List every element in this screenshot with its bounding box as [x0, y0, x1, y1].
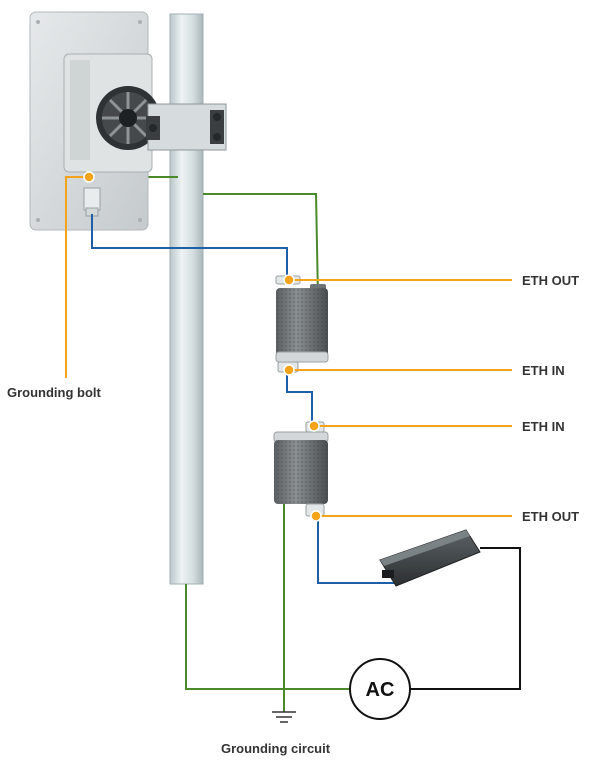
label-eth-out-bottom: ETH OUT: [522, 509, 580, 524]
label-eth-in-bottom: ETH IN: [522, 419, 565, 434]
surge-protector-upper: [275, 275, 329, 373]
label-grounding-circuit: Grounding circuit: [221, 741, 331, 756]
power-cable: [410, 547, 521, 690]
label-eth-in-top: ETH IN: [522, 363, 565, 378]
outdoor-antenna-unit: [29, 11, 160, 231]
dot-grounding-bolt: [83, 171, 95, 183]
dot-eth-out-top: [283, 274, 295, 286]
ac-power-source: AC: [349, 658, 411, 720]
heatsink-fan: [96, 86, 160, 150]
poe-injector: [379, 529, 481, 587]
ethernet-cable-between-protectors: [286, 372, 313, 422]
callout-dots: [83, 171, 322, 522]
mounting-pole: [169, 13, 204, 585]
pole-mount-bracket: [146, 103, 227, 151]
ground-wire-pole: [185, 584, 350, 690]
ground-symbol-icon: [272, 711, 296, 723]
ethernet-cable-to-injector: [317, 518, 394, 584]
callout-lines: [65, 176, 512, 517]
label-eth-out-top: ETH OUT: [522, 273, 580, 288]
dot-eth-in-top: [283, 364, 295, 376]
surge-protector-lower: [273, 421, 329, 517]
dot-eth-in-bottom: [308, 420, 320, 432]
label-grounding-bolt: Grounding bolt: [7, 385, 101, 400]
dot-eth-out-bottom: [310, 510, 322, 522]
ac-label: AC: [366, 679, 395, 701]
callout-grounding-bolt: [65, 176, 89, 378]
ethernet-cable-antenna: [91, 214, 288, 278]
